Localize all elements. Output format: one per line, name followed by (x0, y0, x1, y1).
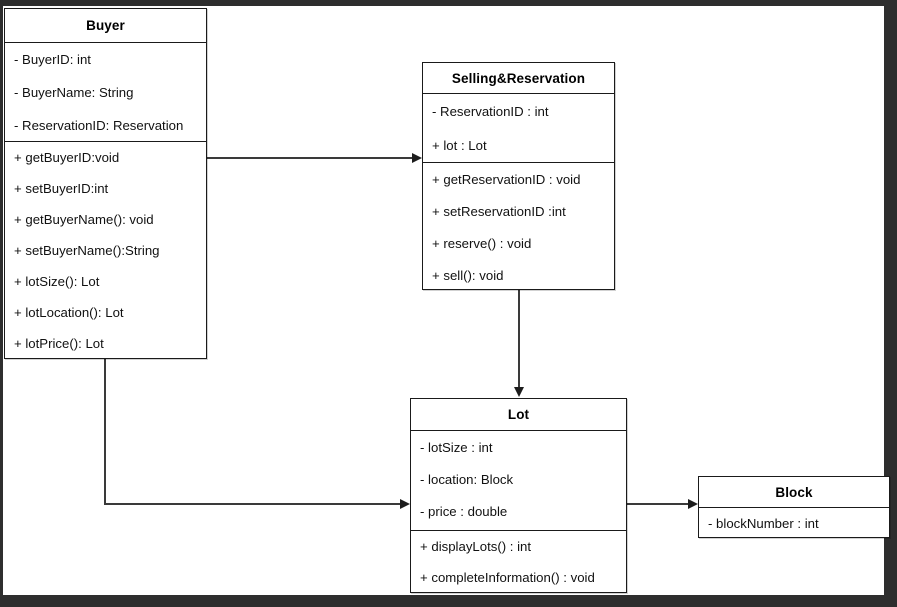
connector-buyer-to-lot-vertical (104, 359, 106, 505)
method-row: + lotPrice(): Lot (14, 336, 104, 351)
class-attributes-selling-reservation: - ReservationID : int + lot : Lot (423, 93, 614, 162)
class-methods-selling-reservation: + getReservationID : void + setReservati… (423, 162, 614, 291)
class-attributes-lot: - lotSize : int - location: Block - pric… (411, 430, 626, 530)
class-box-lot[interactable]: Lot - lotSize : int - location: Block - … (410, 398, 627, 593)
class-title-block: Block (775, 484, 813, 500)
method-row: + setBuyerName():String (14, 243, 160, 258)
method-row: + sell(): void (432, 267, 504, 283)
attribute-row: - BuyerName: String (14, 85, 134, 100)
method-row: + lotLocation(): Lot (14, 305, 124, 320)
attribute-row: - blockNumber : int (708, 515, 819, 531)
connector-lot-to-block-line (627, 503, 690, 505)
method-row: + setBuyerID:int (14, 181, 109, 196)
attribute-row: - location: Block (420, 471, 514, 487)
attribute-row: - lotSize : int (420, 439, 493, 455)
class-box-block[interactable]: Block - blockNumber : int (698, 476, 890, 538)
connector-selling-to-lot-line (518, 290, 520, 388)
method-row: + reserve() : void (432, 235, 532, 251)
connector-buyer-to-lot-arrowhead (400, 498, 410, 509)
method-row: + getReservationID : void (432, 171, 581, 187)
class-box-selling-reservation[interactable]: Selling&Reservation - ReservationID : in… (422, 62, 615, 290)
method-row: + getBuyerID:void (14, 150, 120, 165)
class-attributes-block: - blockNumber : int (699, 507, 889, 539)
class-title-buyer: Buyer (86, 18, 125, 33)
class-attributes-buyer: - BuyerID: int - BuyerName: String - Res… (5, 42, 206, 141)
method-row: + completeInformation() : void (420, 570, 595, 585)
attribute-row: - BuyerID: int (14, 52, 91, 67)
class-title-selling-reservation: Selling&Reservation (451, 70, 586, 86)
method-row: + lotSize(): Lot (14, 274, 100, 289)
class-methods-lot: + displayLots() : int + completeInformat… (411, 530, 626, 592)
attribute-row: - ReservationID: Reservation (14, 118, 184, 133)
connector-selling-to-lot-arrowhead (513, 387, 524, 397)
class-box-buyer[interactable]: Buyer - BuyerID: int - BuyerName: String… (4, 8, 207, 359)
connector-buyer-to-lot-horizontal (104, 503, 402, 505)
connector-buyer-to-selling-line (207, 157, 414, 159)
frame-bar-bottom (0, 595, 897, 607)
class-title-lot: Lot (507, 407, 530, 422)
method-row: + getBuyerName(): void (14, 212, 154, 227)
frame-bar-left (0, 0, 3, 607)
frame-bar-top (0, 0, 897, 6)
connector-lot-to-block-arrowhead (688, 498, 698, 509)
frame-bar-right (884, 0, 897, 607)
method-row: + displayLots() : int (420, 539, 532, 554)
attribute-row: - ReservationID : int (432, 103, 549, 119)
class-methods-buyer: + getBuyerID:void + setBuyerID:int + get… (5, 141, 206, 356)
connector-buyer-to-selling-arrowhead (412, 152, 422, 163)
method-row: + setReservationID :int (432, 203, 566, 219)
attribute-row: + lot : Lot (432, 137, 487, 153)
attribute-row: - price : double (420, 503, 508, 519)
